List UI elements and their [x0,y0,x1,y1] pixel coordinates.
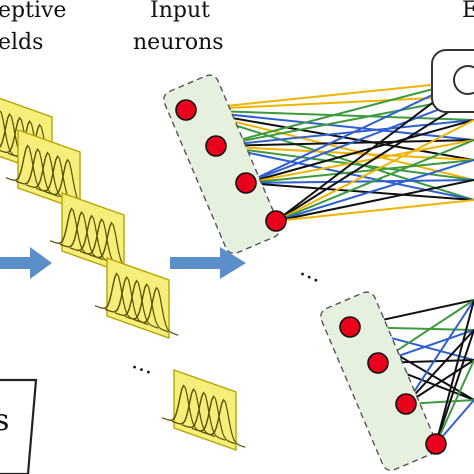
connection-line [275,179,474,222]
input-neurons-ellipsis: … [296,256,327,288]
connection-line [245,179,474,184]
gaussian-tuning-curves-icon [50,192,134,274]
receptive-fields-group [0,97,246,451]
top-right-label-fragment: E [462,0,474,23]
connection-line [275,159,474,222]
input-neurons-label-line1: Input [150,0,210,23]
connection-line [185,81,461,111]
connection-line [275,119,474,222]
neuron-dot-icon [367,352,389,374]
neuron-dot-icon [235,172,257,194]
connection-line [245,159,474,184]
receptive-field-panel [173,369,237,451]
input-neurons-group [175,99,447,455]
connection-line [435,299,474,445]
gaussian-tuning-curves-icon [95,257,179,339]
connection-line [275,95,474,222]
tuning-curve [202,398,246,448]
connection-line [185,109,474,121]
input-neuron-group-top [163,74,281,254]
tuning-curve [182,391,226,441]
receptive-fields-ellipsis: … [129,349,158,380]
tuning-curves [50,207,134,271]
tuning-curve [70,214,114,264]
receptive-field-panel [106,257,170,339]
neuron-dot-icon [339,316,361,338]
connection-line [435,329,474,445]
tuning-curves [162,384,246,448]
neuron-dot-icon [265,210,287,232]
right-arrow-icon [170,247,246,279]
connection-line [435,359,474,445]
tuning-curve [115,279,159,329]
input-neuron-group-box [163,74,281,254]
connection-line [275,81,461,222]
output-node-box [431,49,474,113]
bottom-left-partial-box: s [0,378,38,474]
connection-line [245,182,474,201]
bottom-left-label-fragment: s [0,403,9,438]
connection-line [245,81,461,184]
connection-line [245,95,474,184]
connection-line [185,109,474,141]
right-arrow-icon [0,247,52,279]
connection-line [215,145,474,181]
output-node-inner-circle [453,65,474,95]
tuning-curve [192,395,236,445]
connection-line [215,81,461,147]
receptive-fields-label-line1: eptive [0,0,66,23]
connection-line [245,139,474,184]
tuning-curve [135,286,179,336]
gaussian-tuning-curves-icon [162,369,246,451]
receptive-fields-label-line2: elds [0,30,43,55]
connection-line [245,119,474,184]
tuning-curve [125,283,169,333]
connection-line [275,199,474,222]
connection-line [405,299,474,405]
connection-line [275,139,474,222]
neuron-dot-icon [425,433,447,455]
tuning-curves [95,272,179,336]
neuron-dot-icon [175,99,197,121]
input-neurons-label-line2: neurons [133,30,224,55]
neuron-dot-icon [395,393,417,415]
connection-line [215,119,474,147]
neuron-dot-icon [205,135,227,157]
